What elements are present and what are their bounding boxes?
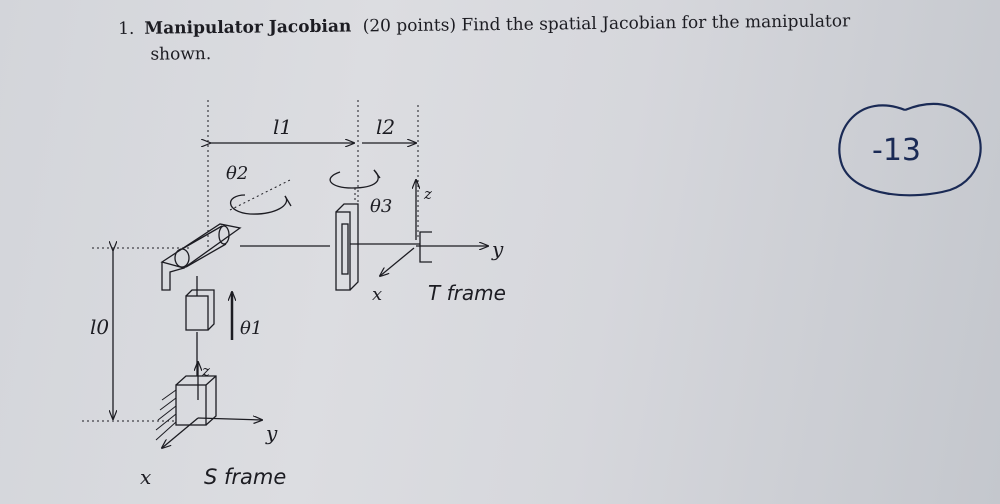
label-s-frame: S frame xyxy=(204,465,286,489)
link-1-joint-2 xyxy=(160,179,330,291)
label-s-y: y xyxy=(265,421,278,445)
label-s-z: z xyxy=(201,362,210,380)
label-s-x: x xyxy=(140,465,151,489)
link-2-joint-3 xyxy=(329,169,420,291)
label-theta1: θ1 xyxy=(240,318,262,339)
label-theta3: θ3 xyxy=(370,196,392,217)
grade-mark: -13 xyxy=(838,102,982,197)
s-frame-axes xyxy=(162,362,262,448)
label-l0: l0 xyxy=(90,315,109,339)
label-theta2: θ2 xyxy=(226,163,248,184)
label-t-frame: T frame xyxy=(428,281,506,305)
label-t-x: x xyxy=(372,284,382,305)
t-frame-axes xyxy=(380,180,488,276)
joint-1-prismatic xyxy=(185,276,232,376)
base-block xyxy=(155,375,217,441)
reference-lines xyxy=(82,100,419,422)
label-l1: l1 xyxy=(273,115,292,139)
label-t-z: z xyxy=(423,185,432,203)
grade-score: -13 xyxy=(872,133,921,168)
label-t-y: y xyxy=(491,237,504,261)
label-l2: l2 xyxy=(376,115,395,139)
